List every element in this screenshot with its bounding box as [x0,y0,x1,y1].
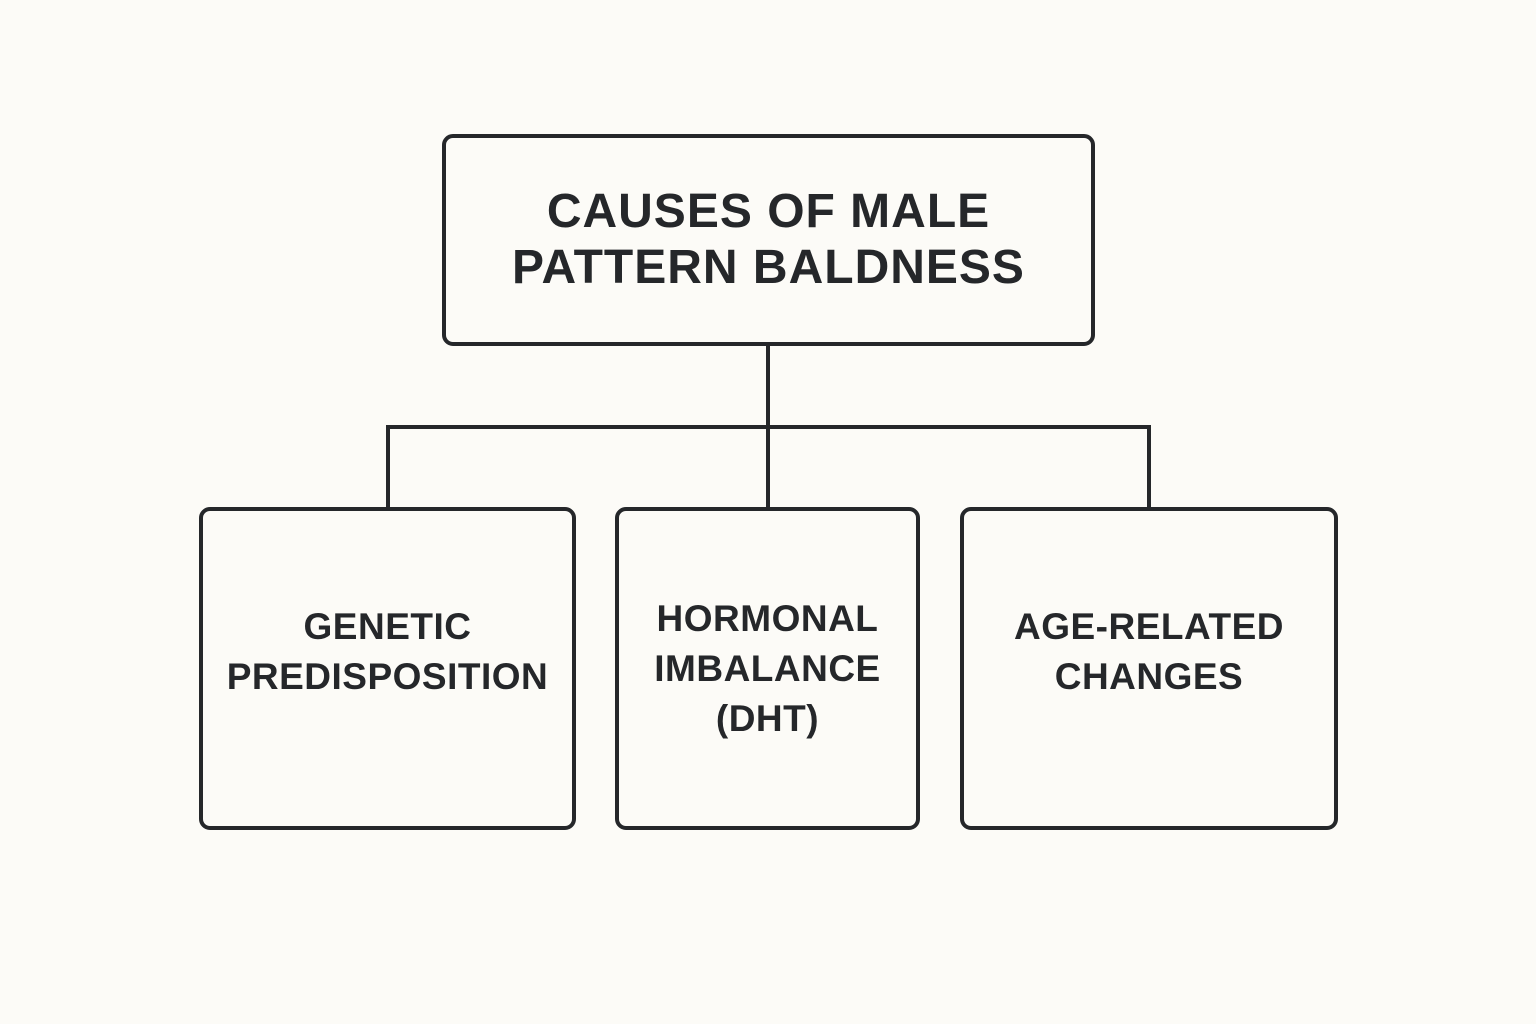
child-node-label: AGE-RELATED CHANGES [1014,605,1284,697]
child-node-label: GENETIC PREDISPOSITION [226,605,549,697]
child-node-genetic: GENETIC PREDISPOSITION [199,507,576,830]
root-node: CAUSES OF MALE PATTERN BALDNESS [442,134,1095,346]
root-node-label: CAUSES OF MALE PATTERN BALDNESS [512,185,1025,294]
child-node-age: AGE-RELATED CHANGES [960,507,1338,830]
child-node-hormonal: HORMONAL IMBALANCE (DHT) [615,507,920,830]
child-node-label: HORMONAL IMBALANCE (DHT) [654,597,881,739]
